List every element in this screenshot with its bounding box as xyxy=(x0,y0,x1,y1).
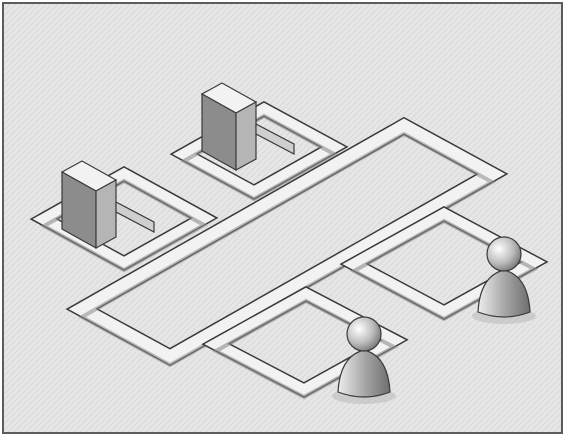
pump-box-middle xyxy=(200,82,295,172)
person-figure-right xyxy=(472,236,536,324)
isometric-pipe-layout-diagram xyxy=(4,4,561,432)
figure-head xyxy=(346,316,382,352)
person-figure-lower xyxy=(332,316,396,404)
figure-head xyxy=(486,236,522,272)
illustration-frame xyxy=(2,2,563,434)
figure-body xyxy=(477,269,531,318)
main-long-frame xyxy=(65,116,509,368)
figure-body xyxy=(337,349,391,398)
pump-box-left xyxy=(60,160,155,250)
lower-middle-frame xyxy=(201,286,409,400)
lower-right-frame xyxy=(339,206,549,322)
